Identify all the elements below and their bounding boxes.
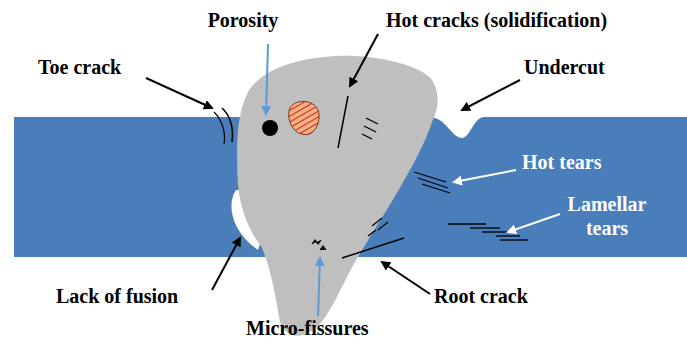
hot-crack [366,118,378,124]
inclusion [289,101,319,134]
defect-label: Lack of fusion [56,284,178,308]
defect-label: Porosity [208,8,279,32]
micro-fissures [312,240,326,250]
defect-label: Lamellar tears [562,192,652,240]
root-crack [368,218,388,236]
leader-arrow [382,262,430,294]
defect-label: Undercut [524,55,605,79]
leader-arrow [462,80,520,110]
defect-label: Hot tears [522,150,601,174]
leader-arrow [146,78,212,108]
hot-tear [414,172,446,182]
toe-crack [214,112,225,144]
hot-crack [362,134,372,139]
pore [262,120,278,136]
leader-arrow [350,34,378,86]
defect-label: Root crack [434,284,528,308]
hot-tear [418,178,448,188]
leader-arrow [454,170,516,182]
hot-crack [364,126,376,132]
leader-arrow [508,214,560,232]
leader-arrow [318,258,320,316]
leader-arrow [266,44,268,114]
defect-label: Hot cracks (solidification) [386,8,607,32]
lamellar-tears [448,224,528,240]
defect-label: Toe crack [38,55,121,79]
defect-label: Micro-fissures [246,316,369,340]
toe-crack [222,108,233,142]
root-crack [342,238,404,258]
hot-crack [338,96,348,148]
hot-tear [422,184,450,193]
leader-arrow [212,238,240,290]
